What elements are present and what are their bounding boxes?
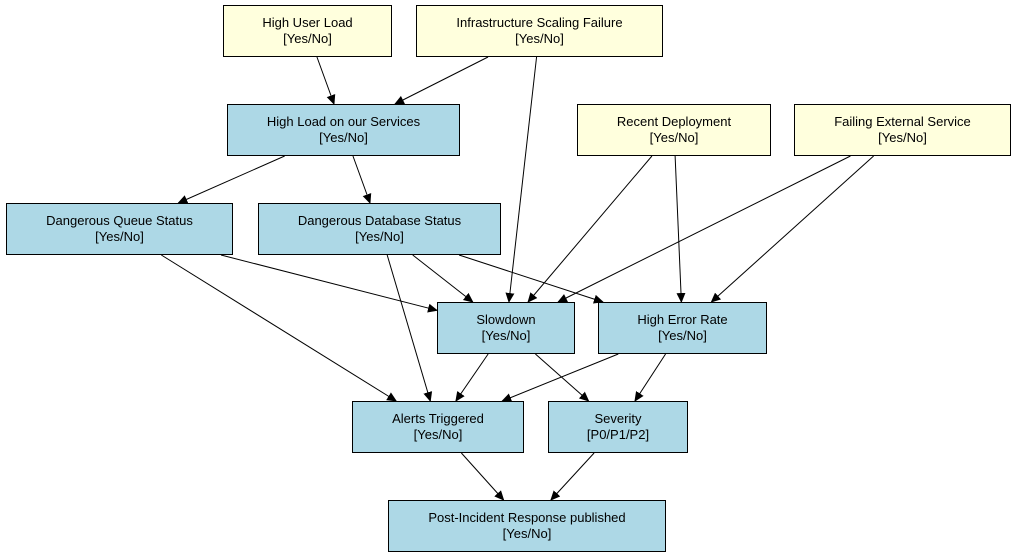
edge-recent-deployment-to-slowdown	[527, 155, 653, 303]
edge-alerts-triggered-to-post-incident	[461, 452, 505, 501]
node-label: Recent Deployment	[616, 114, 732, 129]
edge-failing-external-service-to-slowdown	[557, 155, 851, 303]
edge-failing-external-service-to-high-error-rate	[710, 155, 874, 303]
edge-high-load-services-to-dangerous-database	[352, 155, 372, 204]
edge-dangerous-queue-to-slowdown	[220, 254, 438, 313]
node-severity: Severity [P0/P1/P2]	[548, 401, 688, 453]
edge-slowdown-to-severity	[535, 353, 590, 402]
node-states: [Yes/No]	[95, 229, 144, 244]
edge-recent-deployment-to-high-error-rate	[674, 155, 686, 303]
edge-dangerous-database-to-high-error-rate	[458, 254, 604, 304]
node-recent-deployment: Recent Deployment [Yes/No]	[577, 104, 771, 156]
node-label: Failing External Service	[834, 114, 971, 129]
node-states: [Yes/No]	[878, 130, 927, 145]
edge-dangerous-database-to-alerts-triggered	[386, 254, 433, 402]
node-dangerous-queue-status: Dangerous Queue Status [Yes/No]	[6, 203, 233, 255]
node-high-load-on-services: High Load on our Services [Yes/No]	[227, 104, 460, 156]
edge-severity-to-post-incident	[550, 452, 595, 501]
node-infrastructure-scaling-failure: Infrastructure Scaling Failure [Yes/No]	[416, 5, 663, 57]
node-states: [Yes/No]	[649, 130, 699, 145]
node-states: [P0/P1/P2]	[586, 427, 650, 442]
node-label: Post-Incident Response published	[428, 510, 626, 525]
node-dangerous-database-status: Dangerous Database Status [Yes/No]	[258, 203, 501, 255]
node-high-error-rate: High Error Rate [Yes/No]	[598, 302, 767, 354]
edge-dangerous-queue-to-alerts-triggered	[161, 254, 398, 402]
node-states: [Yes/No]	[515, 31, 564, 46]
edge-high-error-rate-to-alerts-triggered	[501, 353, 619, 402]
node-states: [Yes/No]	[319, 130, 368, 145]
node-label: Infrastructure Scaling Failure	[456, 15, 623, 30]
edge-high-load-services-to-dangerous-queue	[177, 155, 285, 204]
node-states: [Yes/No]	[502, 526, 552, 541]
edge-dangerous-database-to-slowdown	[412, 254, 474, 303]
edge-infra-scaling-failure-to-slowdown	[505, 56, 538, 303]
node-label: High Load on our Services	[266, 114, 421, 129]
edge-high-user-load-to-high-load-services	[316, 56, 336, 105]
node-failing-external-service: Failing External Service [Yes/No]	[794, 104, 1011, 156]
node-label: High Error Rate	[637, 312, 728, 327]
node-states: [Yes/No]	[355, 229, 404, 244]
node-states: [Yes/No]	[481, 328, 531, 343]
node-label: Dangerous Database Status	[297, 213, 462, 228]
node-states: [Yes/No]	[658, 328, 707, 343]
node-label: Alerts Triggered	[392, 411, 484, 426]
node-label: High User Load	[262, 15, 353, 30]
node-label: Severity	[594, 411, 642, 426]
edge-high-error-rate-to-severity	[634, 353, 666, 402]
node-states: [Yes/No]	[283, 31, 332, 46]
node-states: [Yes/No]	[413, 427, 463, 442]
edge-slowdown-to-alerts-triggered	[455, 353, 489, 402]
node-slowdown: Slowdown [Yes/No]	[437, 302, 575, 354]
node-label: Slowdown	[476, 312, 536, 327]
node-label: Dangerous Queue Status	[46, 213, 193, 228]
edge-infra-scaling-failure-to-high-load-services	[394, 56, 489, 105]
node-high-user-load: High User Load [Yes/No]	[223, 5, 392, 57]
node-post-incident-response-published: Post-Incident Response published [Yes/No…	[388, 500, 666, 552]
node-alerts-triggered: Alerts Triggered [Yes/No]	[352, 401, 524, 453]
